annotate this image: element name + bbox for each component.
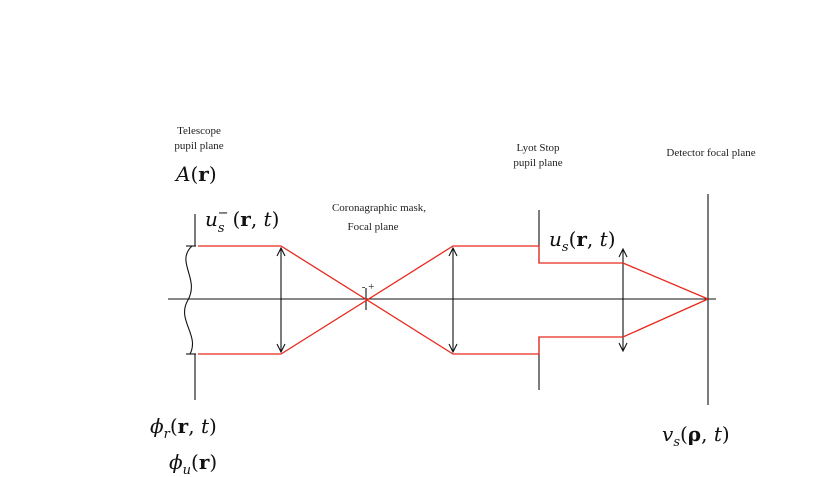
symbol-r-bold-2: r <box>240 207 251 231</box>
lyot-label-line1: Lyot Stop <box>516 142 560 154</box>
symbol-phi-sub-u: u <box>183 463 191 477</box>
lens-2-arrow-top <box>448 246 458 257</box>
lyot-stop-top <box>538 210 545 264</box>
lens-1-arrow-top <box>276 246 286 257</box>
symbol-s-sub: s <box>218 221 225 236</box>
symbol-t-4: t <box>714 422 723 446</box>
symbol-phi-2: ϕ <box>169 450 183 474</box>
phase-static-label: ϕu(r) <box>169 450 217 477</box>
symbol-phi: ϕ <box>150 414 164 438</box>
field-lyot-label: us(r, t) <box>549 227 616 255</box>
detector-field-label: vs(ρ, t) <box>662 422 730 450</box>
symbol-r-bold-3: r <box>576 227 587 251</box>
lyot-stop-bottom <box>538 336 545 390</box>
symbol-minus-sup: − <box>218 206 229 221</box>
symbol-t-2: t <box>600 227 609 251</box>
symbol-t: t <box>264 207 273 231</box>
field-before-mask-label: us−(r, t) <box>205 206 279 236</box>
symbol-s-sub-3: s <box>673 435 680 450</box>
telescope-label-line2: pupil plane <box>174 140 223 152</box>
lens-1-arrow-bottom <box>276 343 286 354</box>
lens-2-arrow-bottom <box>448 343 458 354</box>
pupil-amplitude-label: A(r) <box>174 162 217 186</box>
symbol-r-bold: r <box>198 162 209 186</box>
symbol-t-3: t <box>201 414 210 438</box>
ray-lower <box>198 245 709 355</box>
lens-3-arrow-top <box>618 247 628 258</box>
phase-random-label: ϕr(r, t) <box>150 414 217 442</box>
detector-label: Detector focal plane <box>666 147 755 159</box>
symbol-r-bold-4: r <box>178 414 189 438</box>
symbol-rho-bold: ρ <box>688 422 701 446</box>
mask-label-line2: Focal plane <box>347 221 398 233</box>
symbol-phi-sub-r: r <box>164 427 171 442</box>
mask-signs: - + <box>362 281 375 293</box>
lens-3-arrow-bottom <box>618 342 628 353</box>
symbol-v: v <box>662 422 674 446</box>
aberrated-wavefront <box>184 245 193 355</box>
symbol-r-bold-5: r <box>199 450 210 474</box>
lyot-label-line2: pupil plane <box>513 157 562 169</box>
symbol-u-2: u <box>549 227 562 251</box>
symbol-u: u <box>205 207 218 231</box>
mask-label-line1: Coronagraphic mask, <box>332 202 426 214</box>
telescope-label-line1: Telescope <box>177 125 221 137</box>
ray-upper <box>198 245 709 355</box>
symbol-A: A <box>174 162 190 186</box>
symbol-s-sub-2: s <box>562 240 569 255</box>
